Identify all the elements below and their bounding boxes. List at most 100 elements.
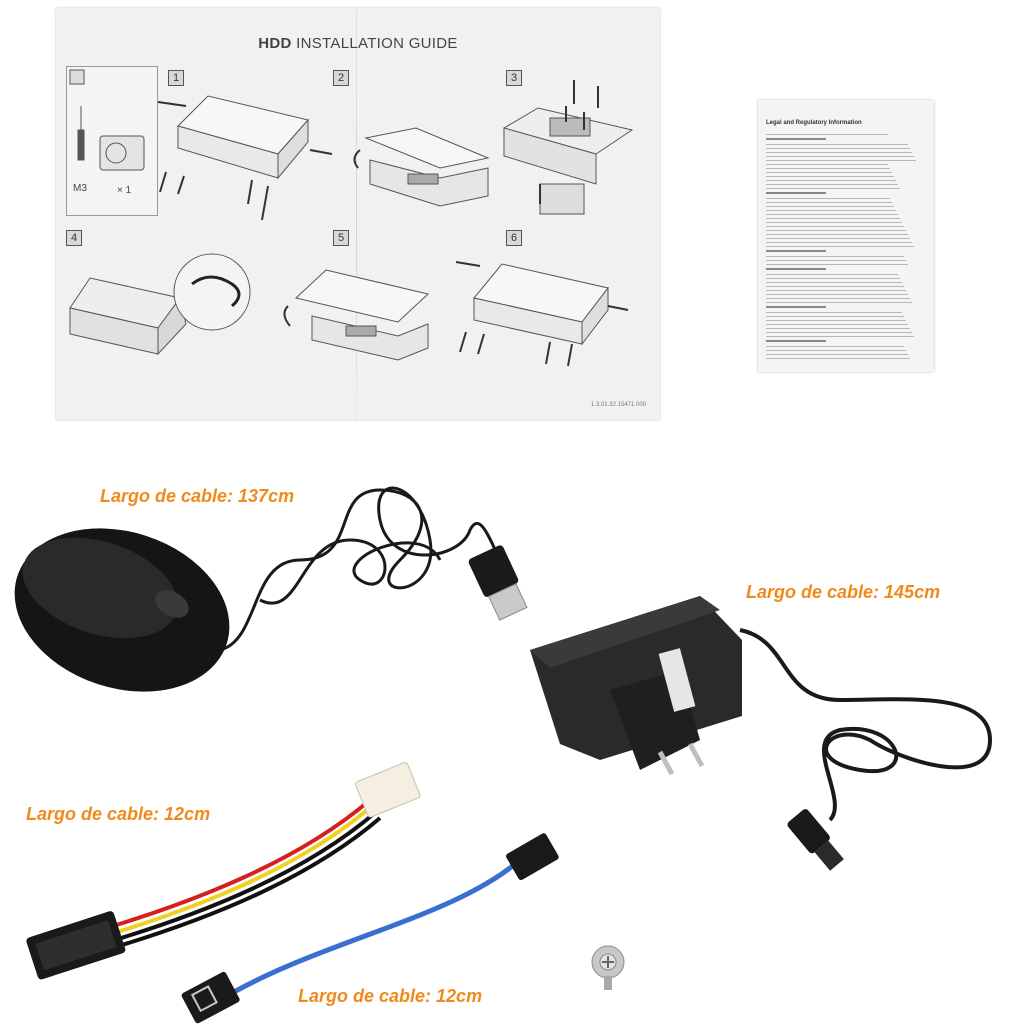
- step-5-enclosure: [294, 269, 430, 361]
- leaflet-text-line: [766, 350, 906, 351]
- step-2-rotate-arrow: [353, 149, 361, 169]
- power-splitter-cable: [99, 798, 382, 950]
- step-2-badge: 2: [333, 70, 349, 86]
- leaflet-subheading-line: [766, 192, 826, 194]
- leaflet-text-line: [766, 302, 912, 303]
- leaflet-text-line: [766, 282, 902, 283]
- guide-title: HDD INSTALLATION GUIDE: [56, 35, 660, 52]
- sata-connector-top: [506, 833, 559, 881]
- power-adapter-device: [530, 596, 742, 776]
- adapter-cable: [739, 628, 993, 822]
- usb-plug: [468, 545, 528, 621]
- leaflet-text-line: [766, 180, 896, 181]
- step-3-badge: 3: [506, 70, 522, 86]
- screw-size-label: M3: [73, 183, 87, 194]
- mouse-device: [14, 528, 230, 692]
- step-6-enclosure: [473, 263, 609, 346]
- guide-illustrations: [69, 69, 634, 367]
- sata-data-cable: [218, 858, 522, 1003]
- leaflet-text-line: [766, 184, 898, 185]
- leaflet-text-line: [766, 144, 908, 145]
- guide-title-bold: HDD: [258, 35, 292, 52]
- leaflet-text-line: [766, 226, 904, 227]
- sata-connector-bottom: [181, 971, 240, 1024]
- hard-disk-icon: [99, 135, 145, 171]
- leaflet-text-line: [766, 188, 900, 189]
- power-cable-length-label: Largo de cable: 12cm: [26, 804, 211, 824]
- leaflet-text-line: [766, 294, 908, 295]
- plug-pin-right: [687, 742, 705, 768]
- leaflet-text-line: [766, 198, 890, 199]
- leaflet-text-line: [766, 328, 910, 329]
- screw-icon: [591, 945, 625, 990]
- leaflet-text-line: [766, 246, 914, 247]
- leaflet-text-line: [766, 336, 914, 337]
- leaflet-text-line: [766, 218, 900, 219]
- leaflet-text-line: [766, 210, 896, 211]
- guide-document-code: 1.3.01.32.15471.000: [590, 402, 646, 408]
- leaflet-text-line: [766, 160, 916, 161]
- leaflet-text-line: [766, 278, 900, 279]
- leaflet-text-line: [766, 134, 888, 135]
- step-4-badge: 4: [66, 230, 82, 246]
- leaflet-text-line: [766, 230, 906, 231]
- installation-guide-sheet: HDD INSTALLATION GUIDE M3 × 1 1 2 3 4 5 …: [56, 8, 660, 420]
- leaflet-text-line: [766, 290, 906, 291]
- leaflet-text-line: [766, 152, 912, 153]
- step-1-arrows: [157, 101, 333, 221]
- leaflet-text-line: [766, 234, 908, 235]
- leaflet-text-line: [766, 312, 902, 313]
- leaflet-subheading-line: [766, 250, 826, 252]
- leaflet-text-line: [766, 286, 904, 287]
- leaflet-text-line: [766, 354, 908, 355]
- leaflet-subheading-line: [766, 306, 826, 308]
- step-4-cable: [191, 275, 241, 308]
- leaflet-subheading-line: [766, 340, 826, 342]
- step-1-badge: 1: [168, 70, 184, 86]
- leaflet-text-line: [766, 156, 914, 157]
- step-1-enclosure: [177, 95, 309, 180]
- molex-connector: [355, 762, 421, 818]
- regulatory-leaflet: Legal and Regulatory Information: [758, 100, 934, 372]
- leaflet-text-line: [766, 260, 906, 261]
- step-6-badge: 6: [506, 230, 522, 246]
- leaflet-subheading-line: [766, 138, 826, 140]
- leaflet-text-line: [766, 324, 908, 325]
- leaflet-text-line: [766, 164, 888, 165]
- disk-count-label: × 1: [117, 185, 132, 196]
- step-3-arrows: [539, 80, 599, 204]
- leaflet-text-line: [766, 316, 904, 317]
- plug-pin-left: [657, 750, 675, 776]
- leaflet-text-line: [766, 206, 894, 207]
- dc-plug: [787, 809, 844, 871]
- leaflet-text-line: [766, 256, 904, 257]
- leaflet-text-line: [766, 214, 898, 215]
- leaflet-text-line: [766, 242, 912, 243]
- step-2-enclosure: [364, 127, 490, 207]
- leaflet-text-line: [766, 176, 894, 177]
- leaflet-subheading-line: [766, 268, 826, 270]
- leaflet-text-line: [766, 168, 890, 169]
- sata-power-connector: [26, 911, 126, 980]
- adapter-sticker: [658, 648, 696, 712]
- guide-title-rest: INSTALLATION GUIDE: [291, 35, 458, 52]
- leaflet-text-line: [766, 172, 892, 173]
- step-3-drive-bay: [502, 107, 634, 215]
- step-5-rotate-arrow: [283, 305, 291, 327]
- step-4-zoom-circle: [173, 253, 251, 331]
- sheet-fold: [356, 8, 357, 420]
- leaflet-text-line: [766, 320, 906, 321]
- leaflet-text-line: [766, 264, 908, 265]
- mouse-cable-length-label: Largo de cable: 137cm: [100, 486, 295, 506]
- leaflet-text-line: [766, 148, 910, 149]
- mouse-cable: [219, 486, 502, 652]
- leaflet-text-line: [766, 346, 904, 347]
- leaflet-text-line: [766, 298, 910, 299]
- step-4-open-case: [69, 277, 187, 356]
- leaflet-heading: Legal and Regulatory Information: [766, 120, 862, 126]
- leaflet-text-line: [766, 238, 910, 239]
- leaflet-text-line: [766, 222, 902, 223]
- step-6-arrows: [455, 261, 629, 367]
- leaflet-text-line: [766, 274, 898, 275]
